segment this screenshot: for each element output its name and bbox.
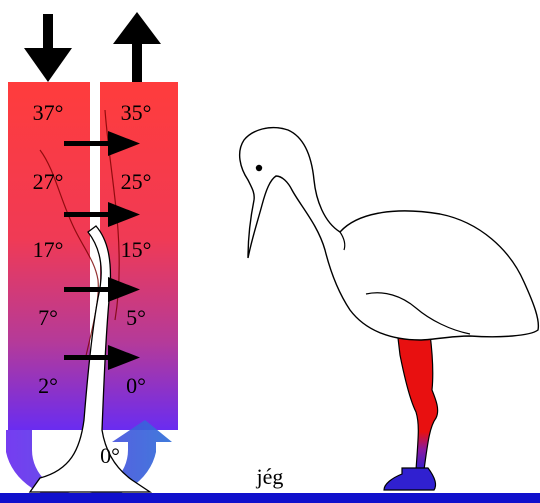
- heat-transfer-arrow-icon: [64, 131, 140, 370]
- arrow-down-icon: [24, 14, 72, 82]
- left-temp-2: 27°: [33, 169, 64, 194]
- right-temp-5: 0°: [126, 373, 146, 398]
- arrow-up-icon: [113, 12, 161, 82]
- left-column: [8, 82, 90, 430]
- left-temp-1: 37°: [33, 100, 64, 125]
- left-temp-4: 7°: [38, 305, 58, 330]
- right-temp-1: 35°: [121, 100, 152, 125]
- left-temp-5: 2°: [38, 373, 58, 398]
- right-temp-4: 5°: [126, 305, 146, 330]
- right-temp-3: 15°: [121, 237, 152, 262]
- ground-line: [0, 493, 540, 503]
- right-temp-2: 25°: [121, 169, 152, 194]
- left-temp-3: 17°: [33, 237, 64, 262]
- ice-label: jég: [256, 464, 284, 489]
- foot-temp: 0°: [100, 443, 120, 468]
- stork-eye: [255, 164, 263, 172]
- stork-icon: [238, 126, 540, 491]
